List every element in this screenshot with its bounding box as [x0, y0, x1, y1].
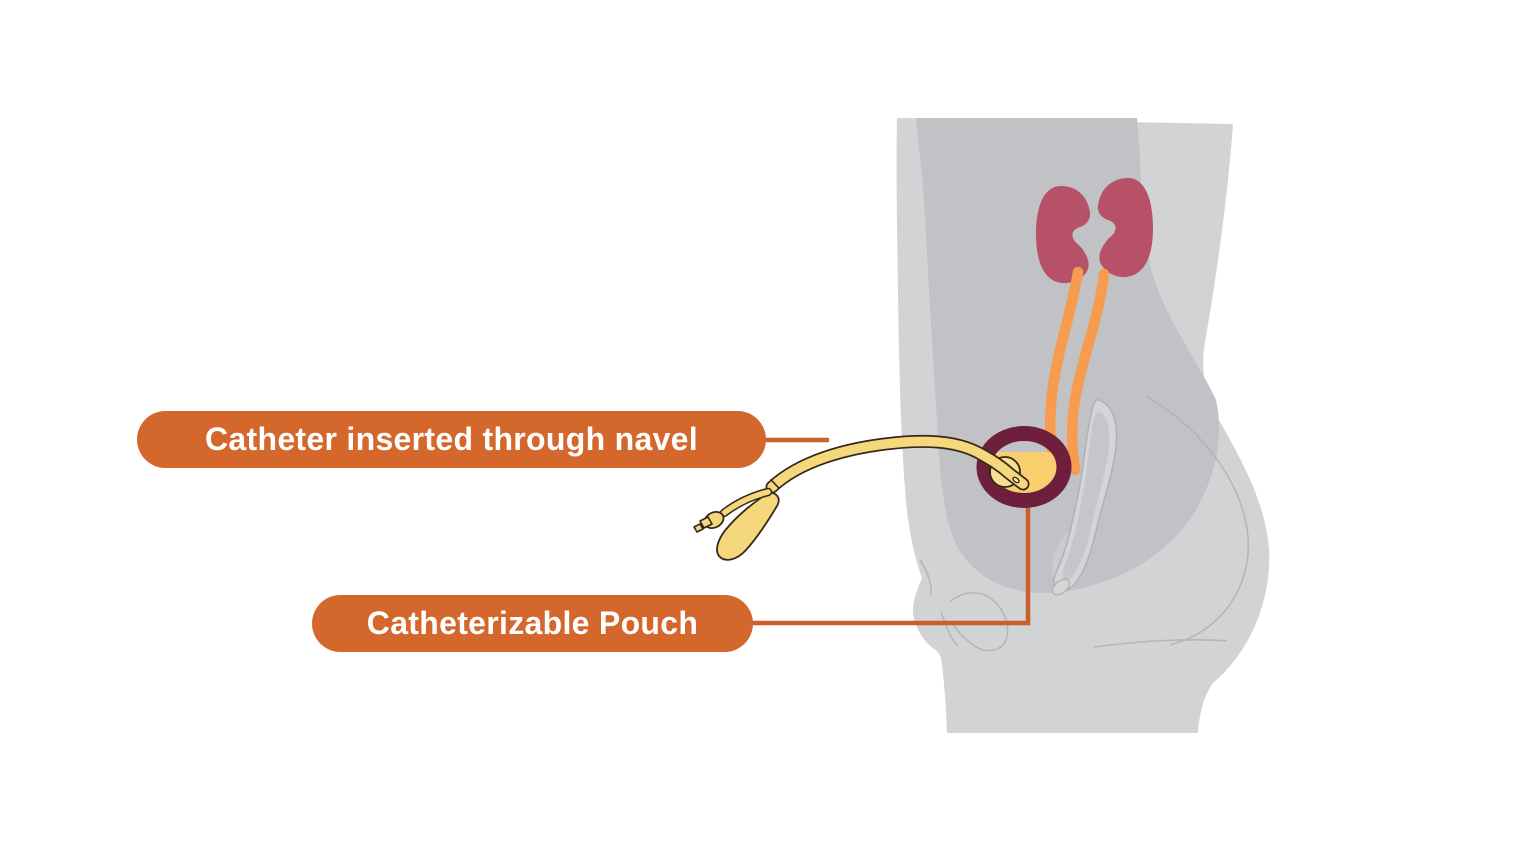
right-ureter	[1066, 268, 1110, 476]
catheter-valve-tip	[693, 516, 713, 533]
catheter-connector-mark	[770, 478, 780, 490]
right-kidney	[1097, 178, 1153, 278]
catheter-drainage-port	[716, 491, 780, 561]
label-catheterizable-pouch: Catheterizable Pouch	[312, 595, 753, 652]
sacrum-bone-inner	[1062, 411, 1110, 581]
catheter	[693, 434, 1030, 561]
leader-lines	[752, 437, 1031, 626]
thigh-crease-line	[1093, 639, 1228, 648]
groin-crease-line	[919, 559, 932, 596]
catheter-tip-eyelet	[1012, 476, 1020, 484]
pelvic-bones	[1051, 399, 1118, 596]
pouch-ring	[976, 426, 1072, 508]
hip-contour-line	[1145, 395, 1249, 646]
pouch-leader-line	[752, 508, 1031, 626]
coccyx-bone	[1051, 578, 1071, 596]
label-catheter-inserted-through-navel: Catheter inserted through navel	[137, 411, 766, 468]
genital-contour-line	[949, 592, 1009, 652]
catheter-tube	[767, 436, 1028, 492]
body-contour-lines	[919, 395, 1249, 652]
catheter-inflation-tube	[721, 489, 771, 516]
left-kidney	[1036, 186, 1091, 284]
genital-crease-line	[940, 611, 959, 647]
